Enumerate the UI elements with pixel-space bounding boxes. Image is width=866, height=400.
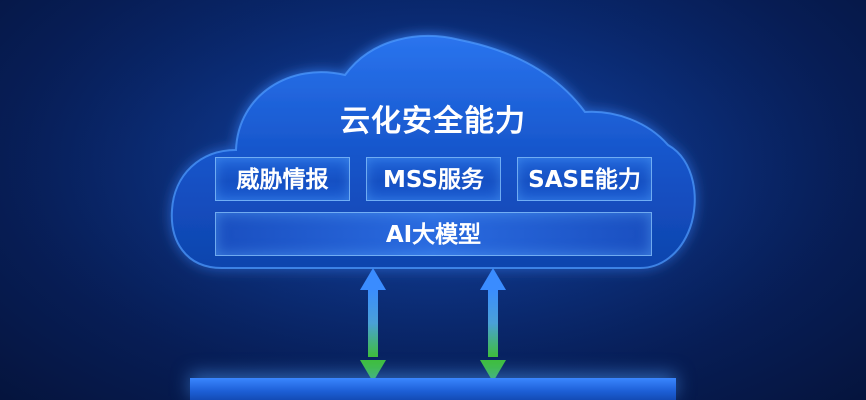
capability-mss-service: MSS服务 — [366, 157, 501, 201]
ai-model-layer: AI大模型 — [215, 212, 652, 256]
cloud-title: 云化安全能力 — [340, 104, 526, 139]
left-arrow-icon — [360, 268, 386, 382]
capability-sase: SASE能力 — [517, 157, 652, 201]
right-arrow-icon — [480, 268, 506, 382]
base-platform — [190, 378, 676, 400]
capability-threat-intel: 威胁情报 — [215, 157, 350, 201]
